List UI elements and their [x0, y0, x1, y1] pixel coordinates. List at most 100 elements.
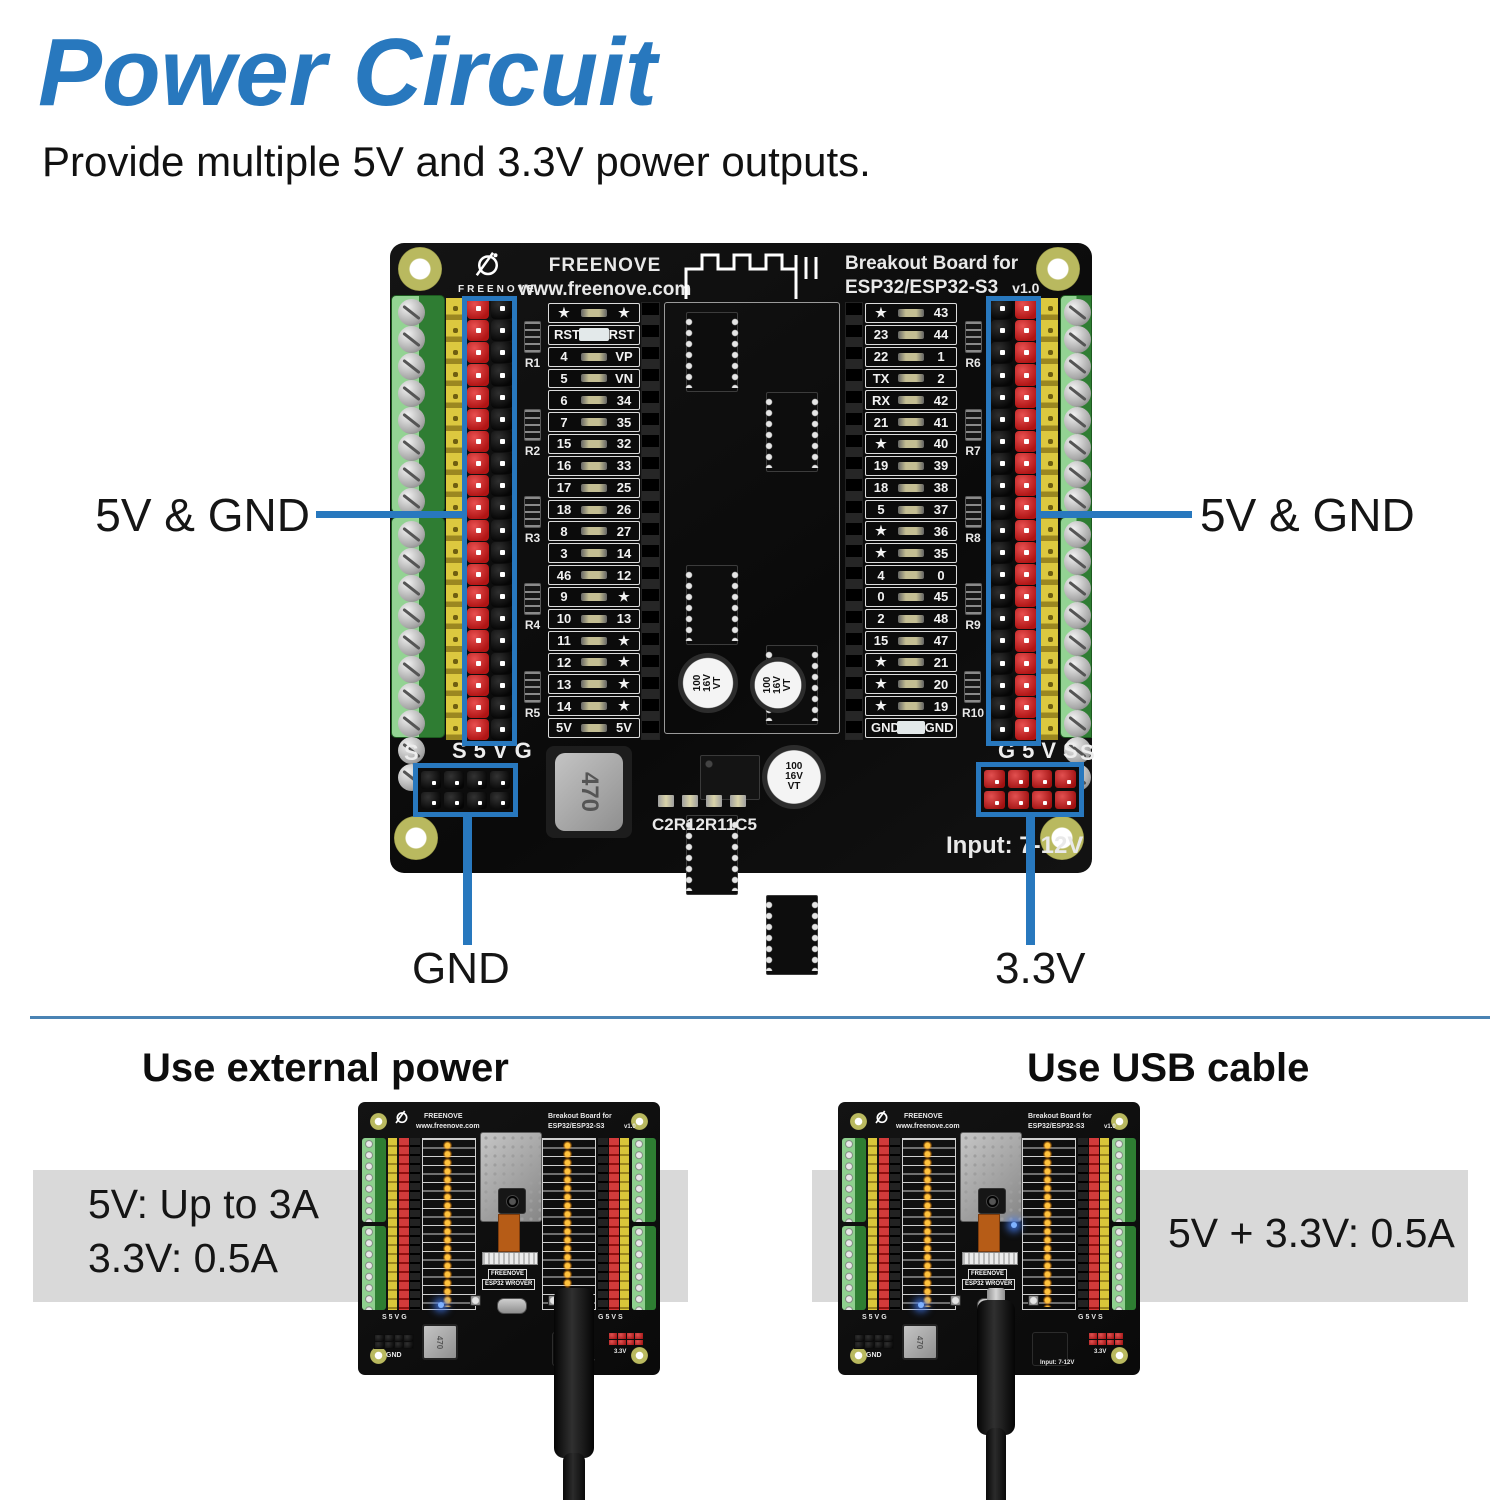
dc-power-jack	[1032, 1332, 1068, 1366]
camera-module	[978, 1188, 1006, 1214]
status-led-blue	[1011, 1222, 1017, 1228]
highlight-rect-gnd	[413, 763, 518, 817]
silk-input-label: Input: 7-12V	[1040, 1360, 1075, 1366]
ic-footprint	[683, 815, 741, 895]
female-header-strip	[845, 302, 863, 740]
signal-header-column-yellow	[1041, 298, 1058, 740]
silk-column-labels-right: G5VS	[598, 1314, 625, 1321]
power-led-blue	[918, 1302, 924, 1308]
mounting-hole	[398, 247, 442, 291]
signal-header-column-yellow	[868, 1138, 877, 1310]
gnd-header-column	[491, 298, 513, 741]
led-column	[923, 1141, 932, 1307]
page-title: Power Circuit	[38, 19, 657, 126]
camera-lens-icon	[505, 1194, 519, 1208]
smd-components	[658, 795, 746, 807]
board-name-line2-wrap: ESP32/ESP32-S3 v1.0	[845, 277, 1039, 299]
screw-terminal-block	[1060, 295, 1092, 569]
section-heading-usb-cable: Use USB cable	[1027, 1046, 1310, 1090]
brand-website: www.freenove.com	[416, 1123, 480, 1130]
mounting-hole	[631, 1347, 648, 1364]
screw-terminal-block	[1060, 517, 1092, 791]
mounting-hole	[850, 1347, 867, 1364]
mounting-hole	[850, 1113, 867, 1130]
screw-terminal-block	[1112, 1226, 1136, 1310]
pin-label-table-right	[1022, 1138, 1076, 1310]
screw-terminal-block	[391, 295, 445, 569]
mounting-hole	[1111, 1347, 1128, 1364]
pin-label-table-left	[422, 1138, 476, 1310]
inductor: 470	[902, 1324, 938, 1360]
highlight-rect-5v-gnd-left	[462, 296, 517, 746]
mini-board-usb: FREENOVE www.freenove.com Breakout Board…	[838, 1102, 1140, 1500]
pcb-antenna-icon	[684, 253, 818, 299]
highlight-rect-5v-gnd-right	[986, 296, 1041, 746]
pin-row: ★20	[865, 674, 957, 695]
spec-usb-line1: 5V + 3.3V: 0.5A	[1168, 1210, 1455, 1256]
v33-output-header	[981, 767, 1079, 812]
brand-logo: FREENOVE	[458, 249, 534, 295]
ic-footprint	[683, 312, 741, 392]
mounting-hole	[394, 816, 438, 860]
screw-terminal-block	[391, 517, 445, 791]
resistor-pack: R10	[962, 670, 984, 720]
silk-gnd-label: GND	[386, 1352, 402, 1359]
ffc-connector	[962, 1252, 1018, 1265]
mounting-hole	[1111, 1113, 1128, 1130]
mini-breakout-board: FREENOVE www.freenove.com Breakout Board…	[838, 1102, 1140, 1500]
module-label-line2: ESP32 WROVER	[482, 1279, 536, 1290]
pin-label-table-right	[542, 1138, 596, 1310]
silk-gnd-label: GND	[866, 1352, 882, 1359]
gnd-header-column	[598, 1138, 608, 1310]
led-column	[1043, 1141, 1052, 1307]
v33-output-header	[1088, 1332, 1124, 1346]
pin-row: ★21	[865, 652, 957, 673]
resistor-pack: R6	[964, 321, 982, 370]
boot-button	[1028, 1295, 1039, 1306]
female-header-strip	[641, 302, 660, 740]
silk-input-label: Input: 7-12V	[946, 832, 1084, 859]
annotation-line-33v	[1026, 815, 1035, 945]
regulator-chip	[700, 755, 760, 800]
pin-row: 13★	[548, 674, 640, 695]
pin-row: ★35	[865, 543, 957, 564]
reset-button	[950, 1295, 961, 1306]
section-divider	[30, 1016, 1490, 1019]
resistor-pack: R8	[964, 495, 982, 545]
pin-row: 11★	[548, 630, 640, 651]
screw-terminal-block	[362, 1226, 386, 1310]
annotation-5v-gnd-left: 5V & GND	[95, 489, 310, 541]
usb-plug-overmold	[977, 1300, 1015, 1435]
annotation-gnd: GND	[412, 944, 510, 993]
silk-column-labels-left: S5VG	[382, 1314, 409, 1321]
brand-website: www.freenove.com	[896, 1123, 960, 1130]
power-5v-header-column	[609, 1138, 619, 1310]
camera-flex-ribbon	[978, 1214, 1000, 1252]
mounting-hole	[1040, 816, 1084, 860]
spec-external-line1: 5V: Up to 3A	[88, 1181, 319, 1227]
camera-module	[498, 1188, 526, 1214]
resistor-pack: R4	[524, 583, 541, 632]
